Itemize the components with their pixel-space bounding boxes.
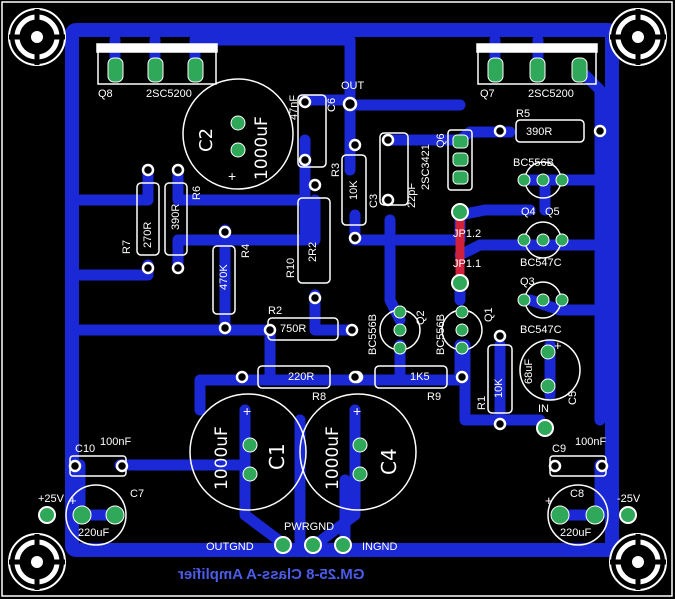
label-c2-plus: + xyxy=(228,168,237,184)
label-c4: C4 xyxy=(377,448,401,475)
mounting-holes xyxy=(8,8,667,591)
terminals xyxy=(38,203,637,554)
label-r3-val: 10K xyxy=(348,180,360,200)
label-c5-plus: + xyxy=(554,338,562,353)
label-jp12: JP1.2 xyxy=(453,228,482,240)
label-r2-val: 750R xyxy=(280,323,307,335)
label-q5: Q5 xyxy=(545,206,560,218)
label-c7-val: 220uF xyxy=(78,527,110,539)
label-r10: R10 xyxy=(285,257,297,278)
label-c8-val: 220uF xyxy=(560,527,592,539)
label-out: OUT xyxy=(341,80,365,92)
label-c8: C8 xyxy=(570,488,585,500)
label-r1: R1 xyxy=(476,395,488,410)
label-q8: Q8 xyxy=(98,88,113,100)
label-q6-part: 2SC3421 xyxy=(420,144,432,190)
label-bc556b-q1: BC556B xyxy=(435,314,447,355)
board-title: GM.25-8 Class-A Amplifier xyxy=(178,566,365,583)
label-c10-val: 100nF xyxy=(100,436,132,448)
label-r2: R2 xyxy=(268,305,283,317)
label-c4-val: 1000uF xyxy=(323,426,343,490)
label-bc547c-mid: BC547C xyxy=(520,257,562,269)
label-r8-val: 220R xyxy=(288,371,315,383)
label-q8-part: 2SC5200 xyxy=(146,88,192,100)
label-c4-plus: + xyxy=(353,403,362,419)
label-r4: R4 xyxy=(240,243,252,258)
label-q1: Q1 xyxy=(483,307,495,322)
label-neg25: -25V xyxy=(617,493,641,505)
label-r9-val: 1K5 xyxy=(410,371,430,383)
label-r4-val: 470K xyxy=(218,264,230,290)
label-q2: Q2 xyxy=(415,310,427,325)
label-r1-val: 10K xyxy=(493,378,505,398)
label-c1: C1 xyxy=(265,443,289,470)
label-q4: Q4 xyxy=(521,206,536,218)
label-c9: C9 xyxy=(552,443,567,455)
label-r6-val: 390R xyxy=(170,203,182,230)
label-r7-val: 270R xyxy=(142,221,154,248)
label-r5: R5 xyxy=(516,108,531,120)
label-q7: Q7 xyxy=(480,88,495,100)
label-ingnd: INGND xyxy=(362,541,398,553)
label-c10: C10 xyxy=(75,443,96,455)
label-q6: Q6 xyxy=(435,133,447,148)
label-pos25: +25V xyxy=(38,493,64,505)
label-c3-val: 22pF xyxy=(406,182,418,208)
label-r3: R3 xyxy=(330,162,342,177)
label-r9: R9 xyxy=(427,391,442,403)
label-bc556b-q2: BC556B xyxy=(367,314,379,355)
pads xyxy=(72,57,605,525)
label-bc547c-low: BC547C xyxy=(520,324,562,336)
label-c8-plus: + xyxy=(545,493,553,508)
label-q7-part: 2SC5200 xyxy=(528,88,574,100)
label-c6: C6 xyxy=(326,97,338,112)
label-q3: Q3 xyxy=(520,276,535,288)
label-c2: C2 xyxy=(196,127,217,152)
label-c5-val: 68uF xyxy=(523,358,535,384)
label-r6: R6 xyxy=(191,185,203,200)
label-c2-val: 1000uF xyxy=(252,116,272,180)
label-c1-plus: + xyxy=(243,403,252,419)
label-r8: R8 xyxy=(312,391,327,403)
label-r7: R7 xyxy=(121,239,133,254)
label-c5: C5 xyxy=(567,390,579,405)
label-r10-val: 2R2 xyxy=(307,241,319,262)
label-in: IN xyxy=(538,403,549,415)
label-c7: C7 xyxy=(130,488,145,500)
label-c3: C3 xyxy=(368,193,380,208)
label-jp11: JP1.1 xyxy=(453,258,482,270)
label-c7-plus: + xyxy=(69,493,77,508)
vias xyxy=(68,95,609,473)
label-c6-val: 47nF xyxy=(288,94,300,120)
label-r5-val: 390R xyxy=(526,126,553,138)
label-c1-val: 1000uF xyxy=(212,426,232,490)
label-outgnd: OUTGND xyxy=(206,541,254,553)
silkscreen xyxy=(65,43,609,546)
label-bc556b-top: BC556B xyxy=(513,157,554,169)
label-c9-val: 100nF xyxy=(575,436,607,448)
label-pwrgnd: PWRGND xyxy=(284,521,335,533)
